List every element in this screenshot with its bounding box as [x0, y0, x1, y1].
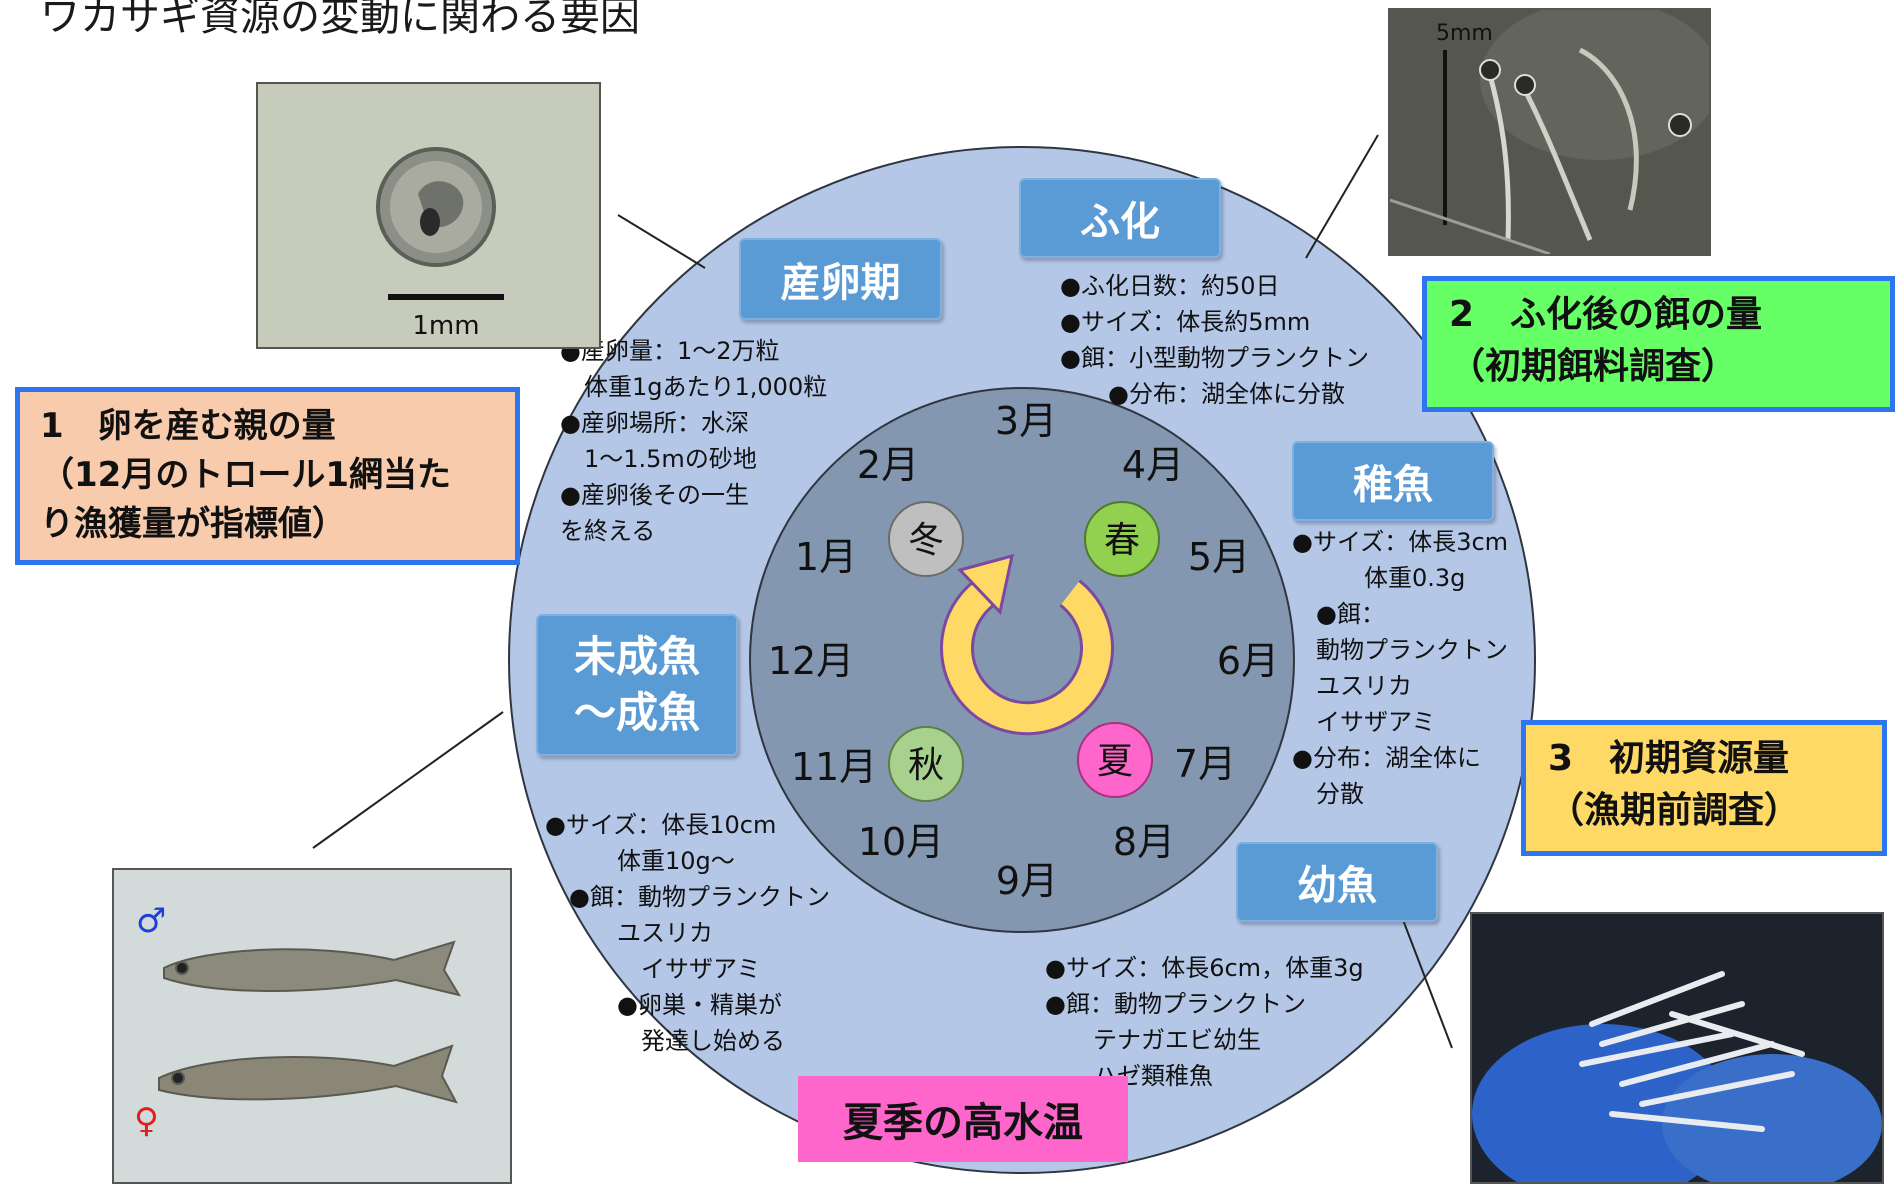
info-adult: ●サイズ：体長10cm 体重10g～ ●餌：動物プランクトン ユスリカ イサザア… — [545, 811, 830, 1055]
egg-photo: 1mm — [256, 82, 601, 349]
stage-spawning: 産卵期 — [739, 238, 942, 320]
stage-juvenile: 幼魚 — [1236, 842, 1438, 922]
stage-larva: 稚魚 — [1292, 441, 1494, 521]
month-8: 8月 — [1113, 820, 1175, 864]
egg-scale-label: 1mm — [412, 311, 479, 341]
connector-egg — [617, 214, 706, 269]
month-11: 11月 — [791, 745, 877, 789]
male-fish — [163, 940, 462, 997]
month-5: 5月 — [1188, 535, 1250, 579]
svg-text:秋: 秋 — [908, 745, 944, 786]
svg-text:冬: 冬 — [908, 520, 944, 561]
connector-juvenile-2 — [1399, 911, 1453, 1049]
season-spring: 春 — [1084, 501, 1160, 577]
season-autumn: 秋 — [888, 726, 964, 802]
factor-1-parent-stock: 1 卵を産む親の量 （12月のトロール1網当た り漁獲量が指標値） — [15, 387, 520, 565]
connector-adult — [312, 711, 504, 849]
hatchling-photo: 5mm — [1388, 8, 1711, 256]
cycle-arrow — [940, 553, 1114, 736]
info-juvenile: ●サイズ：体長6cm，体重3g ●餌：動物プランクトン テナガエビ幼生 ハゼ類稚… — [1045, 954, 1364, 1090]
svg-text:夏: 夏 — [1097, 741, 1133, 782]
summer-high-water-temp-label: 夏季の高水温 — [798, 1076, 1128, 1162]
season-summer: 夏 — [1077, 722, 1153, 798]
info-hatching: ●ふ化日数：約50日 ●サイズ：体長約5mm ●餌：小型動物プランクトン ●分布… — [1060, 272, 1369, 408]
inner-disk — [749, 387, 1295, 933]
month-2: 2月 — [857, 443, 919, 487]
month-9: 9月 — [996, 859, 1058, 903]
month-3: 3月 — [995, 399, 1057, 443]
info-larva: ●サイズ：体長3cm 体重0.3g ●餌： 動物プランクトン ユスリカ イサザア… — [1292, 528, 1509, 808]
female-fish — [158, 1044, 458, 1104]
svg-text:春: 春 — [1104, 520, 1140, 561]
page-title: ワカサギ資源の変動に関わる要因 — [40, 0, 640, 40]
month-7: 7月 — [1174, 742, 1236, 786]
info-spawning: ●産卵量：1～2万粒 体重1gあたり1,000粒 ●産卵場所：水深 1～1.5m… — [560, 337, 828, 545]
hatch-scale-label: 5mm — [1436, 21, 1493, 46]
adult-fish-photo: ♂ ♀ — [112, 868, 512, 1184]
connector-hatch — [1305, 134, 1379, 259]
stage-adult: 未成魚 ～成魚 — [536, 614, 738, 756]
month-12: 12月 — [768, 639, 854, 683]
female-symbol: ♀ — [134, 1101, 159, 1141]
month-1: 1月 — [795, 535, 857, 579]
juvenile-fish-photo — [1470, 912, 1884, 1184]
month-10: 10月 — [858, 820, 944, 864]
season-winter: 冬 — [888, 501, 964, 577]
month-6: 6月 — [1217, 639, 1279, 683]
month-4: 4月 — [1122, 443, 1184, 487]
male-symbol: ♂ — [136, 901, 166, 941]
factor-3-initial-stock: 3 初期資源量 （漁期前調査） — [1521, 720, 1887, 856]
factor-2-food-amount: 2 ふ化後の餌の量 （初期餌料調査） — [1422, 276, 1895, 412]
stage-hatching: ふ化 — [1019, 178, 1221, 258]
